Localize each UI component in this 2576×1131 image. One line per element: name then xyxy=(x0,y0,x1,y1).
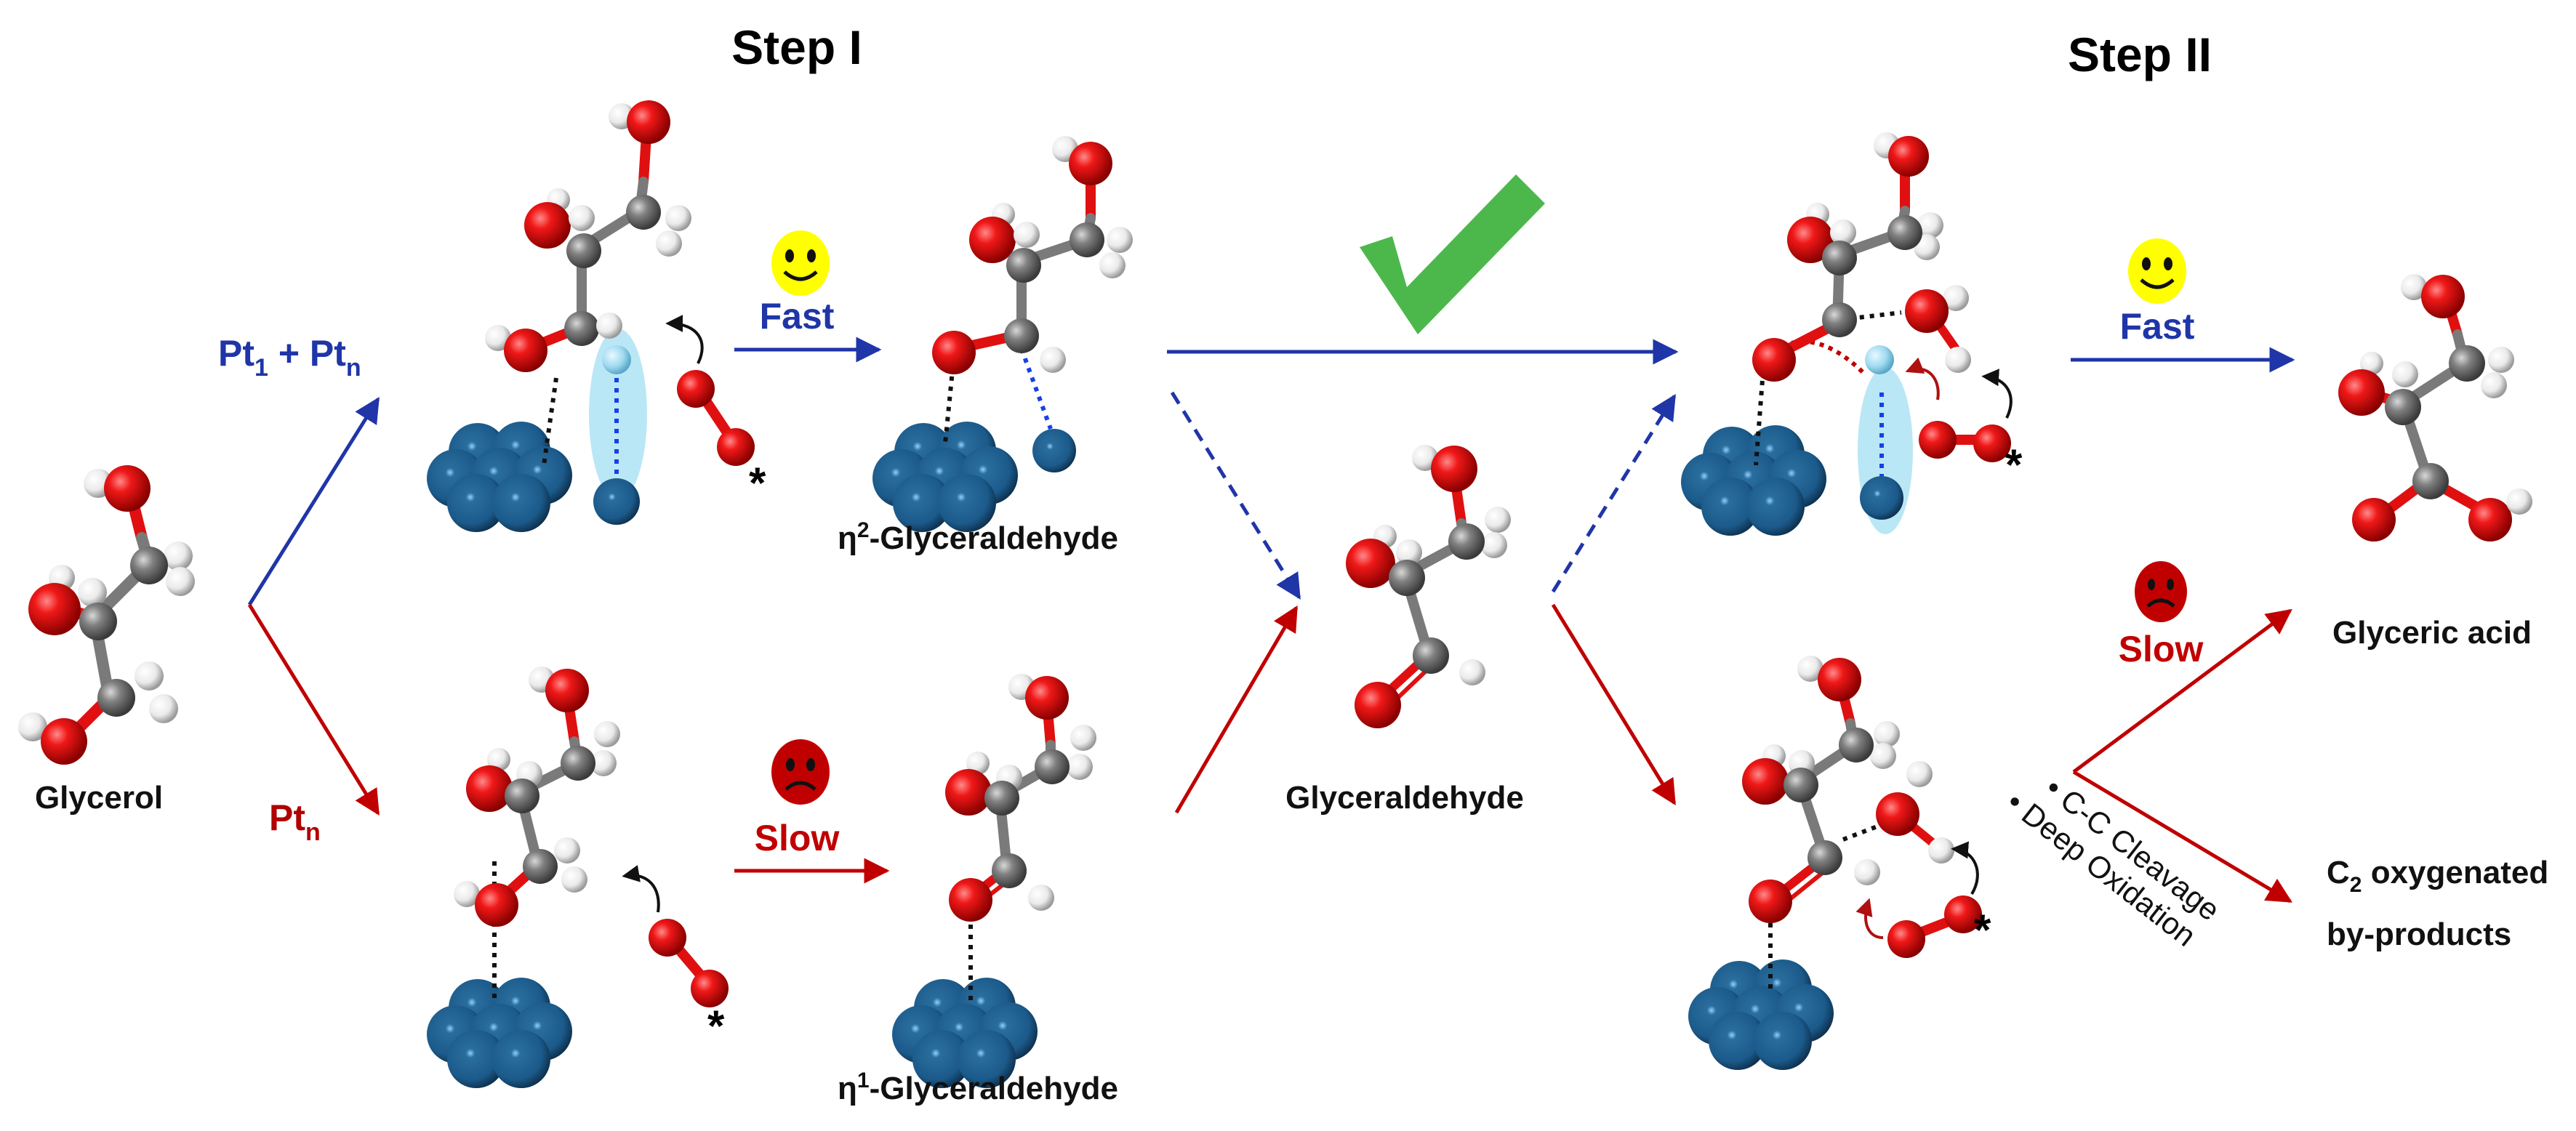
pt-single-atom xyxy=(593,478,640,525)
glycerol-label: Glycerol xyxy=(35,780,163,816)
adsorbed-glyceraldehyde-pt1-ptn xyxy=(1681,132,2013,536)
arrow-eta1-to-glyceraldehyde xyxy=(1174,605,1299,814)
path-arrow-ptn xyxy=(247,603,380,816)
adsorbed-glyceraldehyde-ptn xyxy=(1688,656,1982,1070)
arrow-readsorb-dashed xyxy=(1551,394,1677,593)
eta1-glyceraldehyde-label: η1-Glyceraldehyde xyxy=(838,1068,1118,1106)
eta2-glyceraldehyde-label: η2-Glyceraldehyde xyxy=(838,518,1118,556)
rate-label-step1-slow: Slow xyxy=(755,818,840,858)
check-mark-icon xyxy=(1360,174,1545,334)
arrow-glyceraldehyde-to-ptn xyxy=(1551,603,1677,805)
byproducts-label-line2: by-products xyxy=(2327,917,2511,952)
radical-marker: * xyxy=(1974,906,1991,954)
happy-face-icon xyxy=(2128,238,2186,304)
adsorbed-glycerol-ptn xyxy=(427,667,729,1088)
arrow-desorb-dashed xyxy=(1170,391,1301,600)
radical-marker: * xyxy=(2005,440,2023,489)
happy-face-icon xyxy=(771,230,830,296)
side-reaction-notes: • C-C Cleavage • Deep Oxidation xyxy=(2000,770,2226,953)
eta1-glyceraldehyde-molecule xyxy=(892,674,1096,1088)
eta2-glyceraldehyde-molecule xyxy=(872,136,1133,532)
glycerol-molecule xyxy=(18,465,195,765)
path-arrow-pt1-ptn xyxy=(247,397,380,606)
adsorbed-glycerol-pt1-ptn xyxy=(427,100,755,532)
sad-face-icon xyxy=(2135,561,2187,622)
sad-face-icon xyxy=(771,739,830,805)
radical-marker: * xyxy=(707,1002,725,1050)
rate-label-step2-slow: Slow xyxy=(2119,629,2204,669)
glyceraldehyde-label: Glyceraldehyde xyxy=(1285,780,1524,816)
arrow-to-glyceric-acid xyxy=(2072,608,2292,774)
rate-label-step1-fast: Fast xyxy=(760,296,835,337)
arrow-to-byproducts xyxy=(2072,770,2293,903)
condition-ptn: Ptn xyxy=(269,797,321,846)
step-2-title: Step II xyxy=(2068,28,2212,81)
single-atom-highlight xyxy=(589,329,647,500)
glyceric-acid-molecule xyxy=(2338,274,2532,542)
radical-marker: * xyxy=(749,459,766,507)
glyceraldehyde-molecule xyxy=(1346,445,1511,728)
byproducts-label-line1: C2 oxygenated xyxy=(2327,855,2548,897)
step-1-title: Step I xyxy=(731,20,862,74)
rate-label-step2-fast: Fast xyxy=(2120,306,2195,347)
glyceric-acid-label: Glyceric acid xyxy=(2332,615,2532,651)
condition-pt1-ptn: Pt1 + Ptn xyxy=(218,333,361,382)
